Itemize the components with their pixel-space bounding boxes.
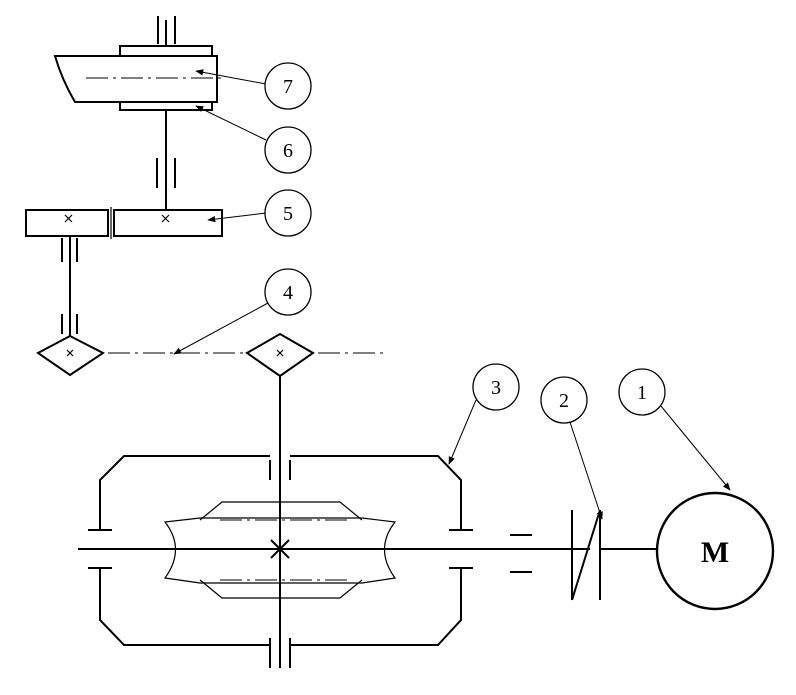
leader-7 (195, 69, 267, 85)
callout-7: 7 (264, 62, 312, 110)
leader-1 (655, 399, 731, 491)
electric-motor: M (655, 491, 775, 611)
callout-3: 3 (472, 363, 520, 411)
worm-wheel (199, 501, 363, 599)
callout-1: 1 (618, 368, 666, 416)
leader-lines (173, 69, 731, 520)
callout-2-label: 2 (559, 390, 569, 412)
drum-assembly (53, 16, 224, 210)
chain-drive (36, 332, 388, 378)
coupling-diagonal (571, 509, 601, 601)
callout-2: 2 (540, 376, 588, 424)
leader-4 (173, 302, 269, 355)
callout-3-label: 3 (491, 377, 501, 399)
x-mark-sprocket-driven (66, 349, 74, 357)
sprocket-drive (245, 332, 315, 378)
x-mark-right (161, 214, 170, 223)
leader-2 (567, 415, 603, 520)
elastic-coupling (571, 509, 658, 601)
callout-1-label: 1 (637, 382, 647, 404)
housing-top (99, 455, 462, 530)
coupling-half-right (113, 209, 223, 237)
worm-gearbox (78, 376, 590, 668)
leader-3 (448, 399, 477, 465)
callout-5: 5 (264, 189, 312, 237)
callout-6: 6 (264, 126, 312, 174)
leader-6 (195, 105, 267, 141)
callout-7-label: 7 (283, 76, 293, 98)
x-mark-sprocket-drive (276, 349, 284, 357)
drum-body (53, 55, 218, 103)
gear-coupling-assembly (25, 207, 223, 342)
leader-5 (207, 212, 267, 223)
motor-label: M (701, 536, 729, 569)
x-mark-left (64, 214, 73, 223)
sprocket-driven (36, 334, 105, 377)
callout-4: 4 (264, 268, 312, 316)
callout-4-label: 4 (283, 282, 293, 304)
coupling-half-left (25, 209, 109, 237)
worm-wheel-cross (270, 539, 290, 559)
housing-bottom (99, 568, 462, 646)
motor-circle (655, 491, 775, 611)
callout-5-label: 5 (283, 203, 293, 225)
worm (163, 517, 397, 584)
callout-6-label: 6 (283, 140, 293, 162)
